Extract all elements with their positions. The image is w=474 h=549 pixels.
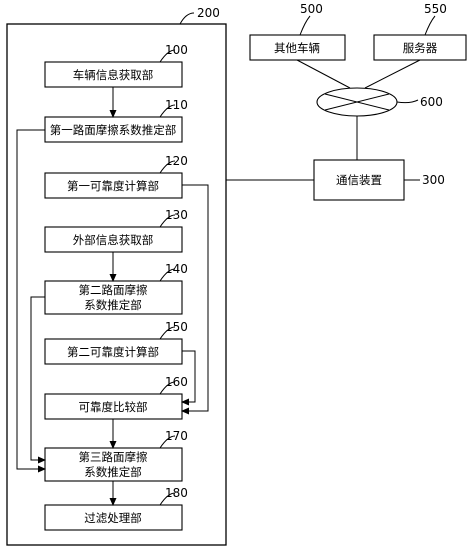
comm-device-block: 通信装置 bbox=[313, 159, 405, 201]
third-friction-estimation-block: 第三路面摩擦 系数推定部 bbox=[44, 447, 183, 482]
second-reliability-calc-label: 第二可靠度计算部 bbox=[67, 345, 159, 359]
network-icon bbox=[316, 87, 398, 117]
vehicle-info-acquisition-block: 车辆信息获取部 bbox=[44, 61, 183, 88]
arrow-120-to-160 bbox=[181, 184, 209, 415]
server-block: 服务器 bbox=[373, 34, 467, 61]
third-friction-estimation-label-line1: 第三路面摩擦 bbox=[79, 450, 148, 464]
external-info-acquisition-block: 外部信息获取部 bbox=[44, 226, 183, 253]
external-info-acquisition-label: 外部信息获取部 bbox=[73, 233, 154, 247]
server-label: 服务器 bbox=[403, 41, 438, 55]
arrow-110-to-170 bbox=[16, 129, 46, 473]
second-friction-estimation-label-line2: 系数推定部 bbox=[84, 298, 142, 312]
first-friction-estimation-label: 第一路面摩擦系数推定部 bbox=[50, 123, 177, 137]
first-friction-estimation-ref: 110 bbox=[165, 98, 188, 112]
frame-ref: 200 bbox=[197, 6, 220, 20]
arrow-140-to-170 bbox=[30, 296, 46, 464]
first-reliability-calc-block: 第一可靠度计算部 bbox=[44, 172, 183, 199]
third-friction-estimation-ref: 170 bbox=[165, 429, 188, 443]
other-vehicle-label: 其他车辆 bbox=[274, 41, 320, 55]
second-reliability-calc-block: 第二可靠度计算部 bbox=[44, 338, 183, 365]
second-reliability-calc-ref: 150 bbox=[165, 320, 188, 334]
vehicle-info-acquisition-ref: 100 bbox=[165, 43, 188, 57]
other-vehicle-block: 其他车辆 bbox=[249, 34, 346, 61]
third-friction-estimation-label-line2: 系数推定部 bbox=[84, 465, 142, 479]
second-friction-estimation-ref: 140 bbox=[165, 262, 188, 276]
filter-processing-label: 过滤处理部 bbox=[84, 511, 142, 525]
line-server-to-network bbox=[364, 59, 421, 89]
second-friction-estimation-block: 第二路面摩擦 系数推定部 bbox=[44, 280, 183, 315]
filter-processing-ref: 180 bbox=[165, 486, 188, 500]
network-ref: 600 bbox=[420, 95, 443, 109]
filter-processing-block: 过滤处理部 bbox=[44, 504, 183, 531]
vehicle-info-acquisition-label: 车辆信息获取部 bbox=[73, 68, 154, 82]
comm-device-ref: 300 bbox=[422, 173, 445, 187]
external-info-acquisition-ref: 130 bbox=[165, 208, 188, 222]
arrow-150-to-160 bbox=[181, 350, 196, 406]
first-reliability-calc-ref: 120 bbox=[165, 154, 188, 168]
other-vehicle-ref: 500 bbox=[300, 2, 323, 16]
server-ref: 550 bbox=[424, 2, 447, 16]
second-friction-estimation-label-line1: 第二路面摩擦 bbox=[79, 283, 148, 297]
reliability-comparison-label: 可靠度比较部 bbox=[79, 400, 148, 414]
reliability-comparison-block: 可靠度比较部 bbox=[44, 393, 183, 420]
reliability-comparison-ref: 160 bbox=[165, 375, 188, 389]
line-vehicle-to-network bbox=[296, 59, 351, 89]
comm-device-label: 通信装置 bbox=[336, 173, 382, 187]
first-reliability-calc-label: 第一可靠度计算部 bbox=[67, 179, 159, 193]
first-friction-estimation-block: 第一路面摩擦系数推定部 bbox=[44, 116, 183, 143]
controller-frame bbox=[6, 23, 227, 546]
